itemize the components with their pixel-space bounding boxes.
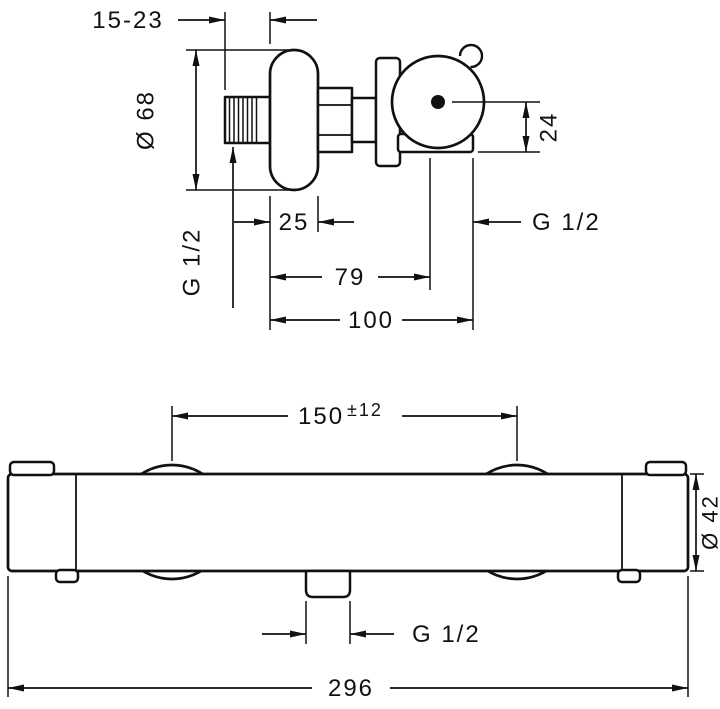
- wall-escutcheon: [268, 48, 320, 192]
- dim-depth-79: 79: [270, 158, 431, 291]
- wall-range-label: 15-23: [92, 7, 163, 34]
- dim-outlet-offset: 24: [452, 101, 563, 153]
- dim-overall-width: 296: [7, 576, 689, 702]
- outlet-thread-label: G 1/2: [532, 209, 601, 236]
- dim-body-diameter: Ø 42: [690, 473, 720, 572]
- dim-escutcheon-diameter: Ø 68: [133, 49, 288, 191]
- thread-hatch: [228, 97, 258, 143]
- dim-wall-range: 15-23: [92, 7, 317, 90]
- dim-outlet-thread-front: G 1/2: [262, 601, 481, 648]
- top-view: 15-23 Ø 68 24 25 G 1/2: [92, 7, 601, 334]
- outlet-thread-front-label: G 1/2: [412, 621, 481, 648]
- handle-hook: [458, 43, 484, 69]
- dim-depth-100: 100: [270, 307, 473, 334]
- center-distance-value: 150: [298, 403, 344, 430]
- escutcheon-depth-label: 25: [279, 209, 310, 236]
- depth-79-label: 79: [335, 264, 366, 291]
- right-handle-tab: [644, 460, 688, 477]
- mounting-nut: [316, 86, 354, 154]
- dim-escutcheon-depth: 25: [234, 196, 354, 330]
- outlet-offset-label: 24: [536, 112, 563, 143]
- center-distance-label: 150±12: [298, 400, 383, 430]
- knob-center-dot: [431, 95, 445, 109]
- inlet-thread-label: G 1/2: [179, 228, 206, 297]
- front-view: 150±12 Ø 42 G 1/2 296: [6, 400, 720, 702]
- dim-outlet-thread: G 1/2: [472, 158, 601, 330]
- left-handle-tab: [8, 460, 56, 477]
- valve-neck: [350, 96, 378, 144]
- right-bottom-tab: [616, 568, 642, 584]
- left-bottom-tab: [54, 568, 80, 584]
- dim-inlet-thread: G 1/2: [179, 147, 237, 308]
- inlet-nipple: [223, 95, 272, 145]
- center-distance-tolerance: ±12: [347, 400, 383, 420]
- mixer-body: [6, 472, 690, 573]
- overall-width-label: 296: [328, 675, 374, 702]
- escutcheon-diameter-label: Ø 68: [133, 90, 160, 150]
- hose-outlet: [304, 569, 352, 599]
- body-diameter-label: Ø 42: [698, 494, 720, 550]
- dim-center-distance: 150±12: [171, 400, 518, 461]
- depth-100-label: 100: [348, 307, 394, 334]
